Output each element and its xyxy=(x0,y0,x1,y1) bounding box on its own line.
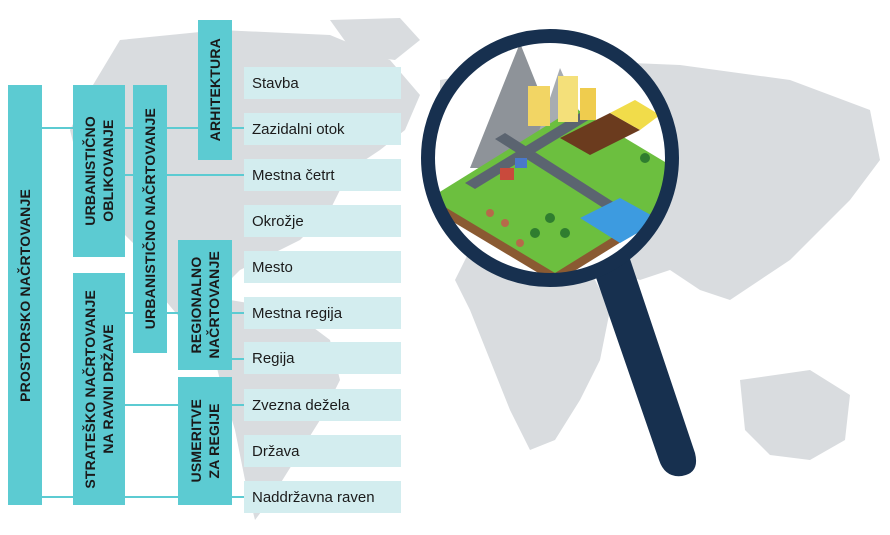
category-label: STRATEŠKO NAČRTOVANJE NA RAVNI DRŽAVE xyxy=(82,289,116,489)
category-strateko-nacrtovanje: STRATEŠKO NAČRTOVANJE NA RAVNI DRŽAVE xyxy=(73,273,125,505)
field-shape xyxy=(560,113,640,155)
item-zvezna-dezela: Zvezna dežela xyxy=(244,389,401,421)
tree-shape xyxy=(501,219,509,227)
item-mestna-cetrt: Mestna četrt xyxy=(244,159,401,191)
house-shape xyxy=(500,168,514,180)
connector-regional-2 xyxy=(232,358,245,360)
tree-shape xyxy=(640,153,650,163)
category-label: PROSTORSKO NAČRTOVANJE xyxy=(17,188,33,402)
category-label: ARHITEKTURA xyxy=(207,38,223,142)
category-usmeritve-za-regije: USMERITVE ZA REGIJE xyxy=(178,377,232,505)
magnifier-illustration xyxy=(421,29,697,477)
category-urbanisticno-oblikovanje: URBANISTIČNO OBLIKOVANJE xyxy=(73,85,125,257)
lake-shape xyxy=(580,198,660,243)
tree-shape xyxy=(545,213,555,223)
australia-shape xyxy=(740,370,850,460)
greenland-shape xyxy=(330,18,420,60)
building-shape xyxy=(528,86,550,126)
item-mesto: Mesto xyxy=(244,251,401,283)
category-label: URBANISTIČNO OBLIKOVANJE xyxy=(82,116,116,226)
connector-bottom xyxy=(40,496,245,498)
category-arhitektura: ARHITEKTURA xyxy=(198,20,232,160)
item-zazidalni-otok: Zazidalni otok xyxy=(244,113,401,145)
magnifier-lens-ring xyxy=(421,29,679,287)
africa-shape xyxy=(455,245,610,450)
field-shape xyxy=(610,100,660,130)
building-shape xyxy=(580,88,596,120)
tree-shape xyxy=(560,228,570,238)
item-regija: Regija xyxy=(244,342,401,374)
house-shape xyxy=(515,158,527,168)
category-urbanisticno-nacrtovanje: URBANISTIČNO NAČRTOVANJE xyxy=(133,85,167,353)
tree-shape xyxy=(516,239,524,247)
ground-top xyxy=(430,108,670,273)
building-shape xyxy=(558,76,578,122)
magnifier-handle xyxy=(592,253,697,477)
item-naddrzavna-raven: Naddržavna raven xyxy=(244,481,401,513)
item-mestna-regija: Mestna regija xyxy=(244,297,401,329)
category-label: USMERITVE ZA REGIJE xyxy=(188,399,222,483)
category-regionalno-nacrtovanje: REGIONALNO NAČRTOVANJE xyxy=(178,240,232,370)
category-label: REGIONALNO NAČRTOVANJE xyxy=(188,251,222,359)
category-prostorsko-nacrtovanje: PROSTORSKO NAČRTOVANJE xyxy=(8,85,42,505)
tree-shape xyxy=(486,209,494,217)
item-stavba: Stavba xyxy=(244,67,401,99)
item-drzava: Država xyxy=(244,435,401,467)
tree-shape xyxy=(530,228,540,238)
category-label: URBANISTIČNO NAČRTOVANJE xyxy=(142,108,158,330)
road-shape xyxy=(495,133,615,209)
item-okrozje: Okrožje xyxy=(244,205,401,237)
connector-mid xyxy=(125,174,245,176)
